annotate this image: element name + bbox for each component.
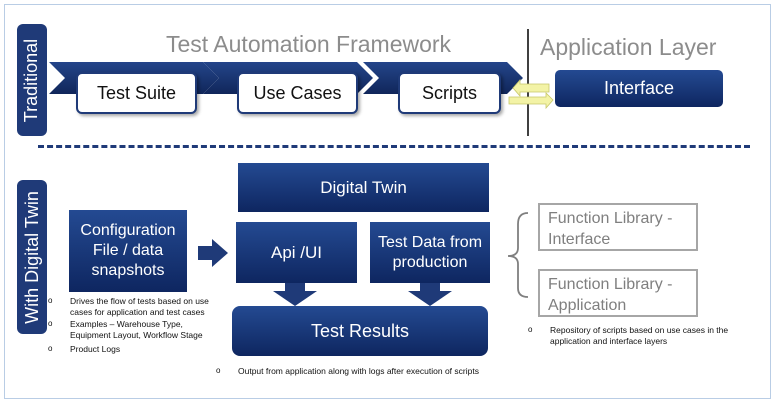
note-product-logs: Product Logs [48,343,218,355]
arrow-data-to-results-icon [408,283,452,306]
diagram-frame [4,4,771,399]
step-test-suite: Test Suite [76,72,197,114]
section-divider [38,145,750,148]
test-results-box: Test Results [232,306,488,356]
traditional-side-tab: Traditional [17,24,47,136]
library-note: Repository of scripts based on use cases… [528,324,758,347]
config-file-box: Configuration File / data snapshots [69,210,187,292]
step-use-cases: Use Cases [237,72,358,114]
function-library-interface-box: Function Library - Interface [538,203,698,251]
api-ui-box: Api /UI [236,222,357,283]
arrow-api-to-results-icon [273,283,317,306]
arrow-left-icon [512,78,550,98]
note-output: Output from application along with logs … [216,365,536,377]
arrow-right-icon [508,92,554,110]
library-bracket [507,212,529,298]
note-drives-flow: Drives the flow of tests based on use ca… [48,295,218,318]
step-scripts: Scripts [398,72,501,114]
digital-twin-box: Digital Twin [238,163,489,212]
layer-divider [527,29,529,136]
config-notes: Drives the flow of tests based on use ca… [48,295,218,355]
function-library-application-box: Function Library - Application [538,269,698,317]
application-layer-title: Application Layer [540,34,717,60]
test-data-box: Test Data from production [370,222,490,283]
interface-box: Interface [555,70,723,107]
note-repository: Repository of scripts based on use cases… [528,324,758,347]
digital-twin-side-tab: With Digital Twin [17,180,47,334]
framework-title: Test Automation Framework [166,31,452,57]
results-note: Output from application along with logs … [216,365,536,377]
arrow-config-to-api-icon [198,239,228,267]
note-examples: Examples – Warehouse Type, Equipment Lay… [48,318,218,341]
